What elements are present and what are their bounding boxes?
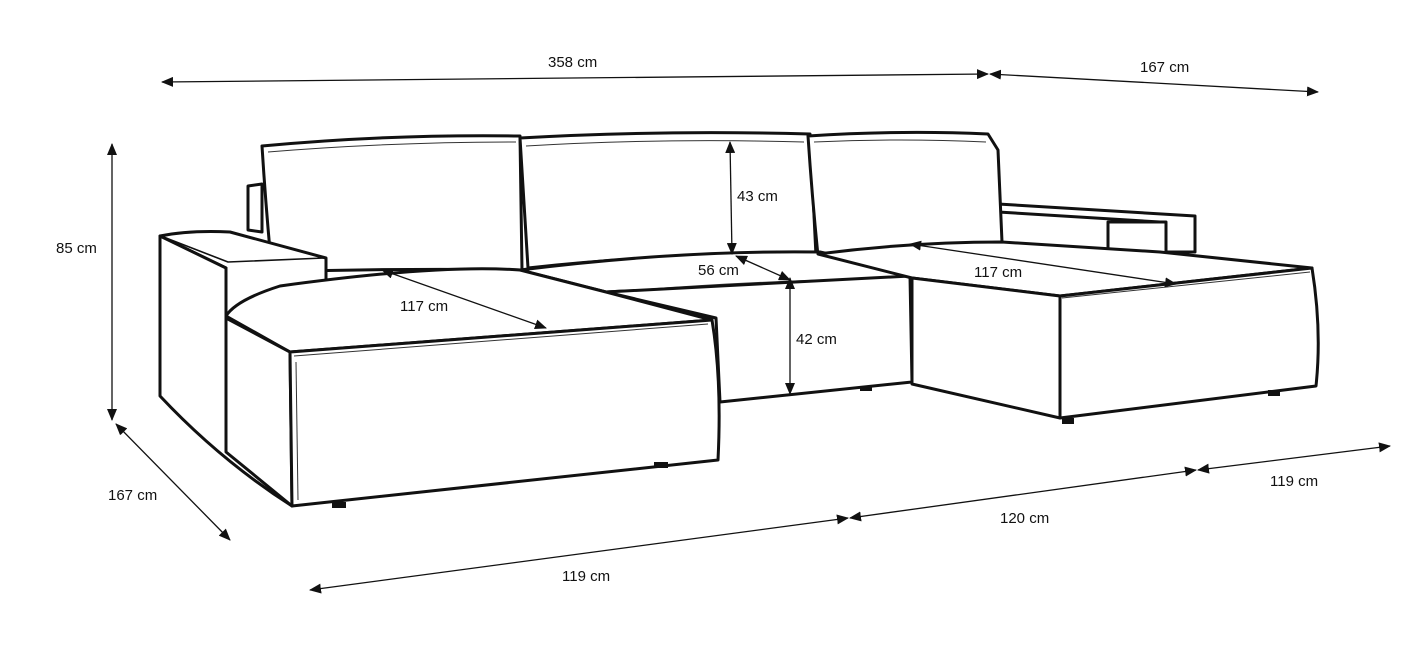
dim-line-bottom-left [309,514,849,594]
foot [860,386,872,391]
label-bottom-left: 119 cm [562,568,610,585]
dim-line-backrest-height [725,141,737,255]
label-seat-depth: 56 cm [698,262,739,279]
dim-line-bottom-right [1197,442,1391,474]
left-chaise-inner [224,316,294,508]
label-left-depth: 167 cm [108,487,157,504]
label-seat-height: 42 cm [796,331,837,348]
dim-line-left-chaise [381,268,547,330]
foot [1268,390,1280,396]
sofa-drawing [158,130,1320,508]
label-top-width: 358 cm [548,54,597,71]
back-cushion-right [806,130,1004,258]
foot [654,462,668,468]
label-top-right-depth: 167 cm [1140,59,1189,76]
dim-line-bottom-middle [849,466,1197,522]
dim-line-left-depth [115,423,231,541]
dim-line-right-chaise [909,240,1177,288]
back-frame-left [246,182,264,234]
label-bottom-right: 119 cm [1270,473,1318,490]
label-height-total: 85 cm [56,240,97,257]
dimension-lines [107,69,1391,594]
foot [1062,418,1074,424]
label-left-chaise: 117 cm [400,298,448,315]
dim-line-top-width [161,69,989,87]
left-chaise-front [288,318,721,508]
middle-seat-front [604,274,914,404]
dim-line-top-right-depth [989,69,1319,97]
label-backrest-height: 43 cm [737,188,778,205]
label-bottom-middle: 120 cm [1000,510,1049,527]
right-chaise-side [1058,266,1320,420]
dimension-labels: 358 cm 167 cm 85 cm 167 cm 43 cm 56 cm 4… [56,54,1318,585]
dim-line-seat-depth [735,255,791,281]
label-right-chaise: 117 cm [974,264,1022,281]
left-armrest-top [165,237,325,263]
right-chaise-front [910,276,1062,420]
foot [332,502,346,508]
